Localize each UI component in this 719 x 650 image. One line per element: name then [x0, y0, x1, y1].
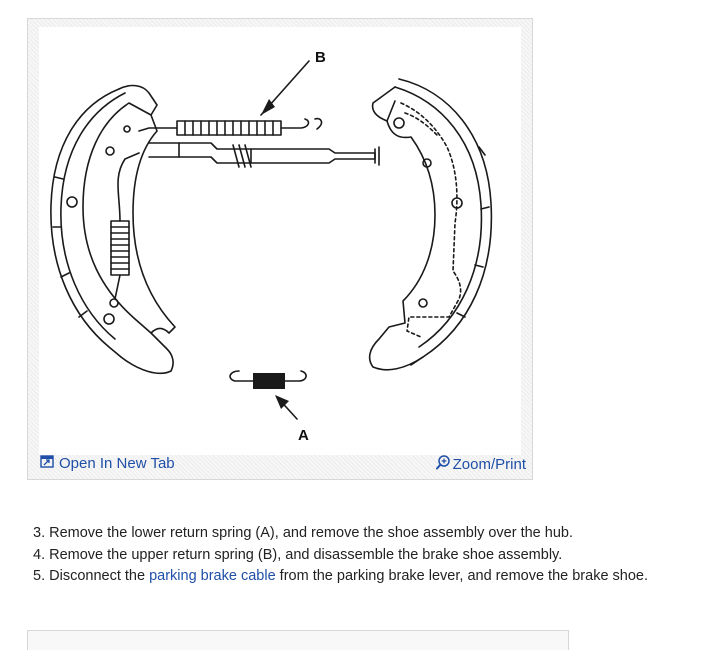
- magnifier-plus-icon: [435, 455, 451, 474]
- step-5-text-before: 5. Disconnect the: [33, 568, 150, 584]
- procedure-steps: 3. Remove the lower return spring (A), a…: [33, 523, 713, 588]
- step-4: 4. Remove the upper return spring (B), a…: [33, 546, 563, 563]
- step-5-text-after: from the parking brake lever, and remove…: [275, 568, 649, 584]
- zoom-print-link[interactable]: Zoom/Print: [435, 455, 526, 474]
- step-5: 5. Disconnect the parking brake cable fr…: [33, 566, 713, 588]
- open-in-new-tab-link[interactable]: Open In New Tab: [40, 455, 175, 472]
- step-3: 3. Remove the lower return spring (A), a…: [33, 525, 573, 541]
- brake-shoe-diagram: B A: [39, 27, 521, 455]
- zoom-print-label: Zoom/Print: [452, 456, 526, 473]
- parking-brake-cable-link[interactable]: parking brake cable: [149, 568, 276, 584]
- figure-container: B A Open In New Tab Zoom/Print: [27, 18, 533, 480]
- open-in-new-tab-label: Open In New Tab: [59, 455, 175, 472]
- open-new-tab-icon: [40, 455, 54, 472]
- brake-diagram-svg: [50, 60, 493, 420]
- callout-label-a: A: [298, 427, 309, 444]
- callout-label-b: B: [315, 49, 326, 66]
- next-content-box: [27, 630, 569, 650]
